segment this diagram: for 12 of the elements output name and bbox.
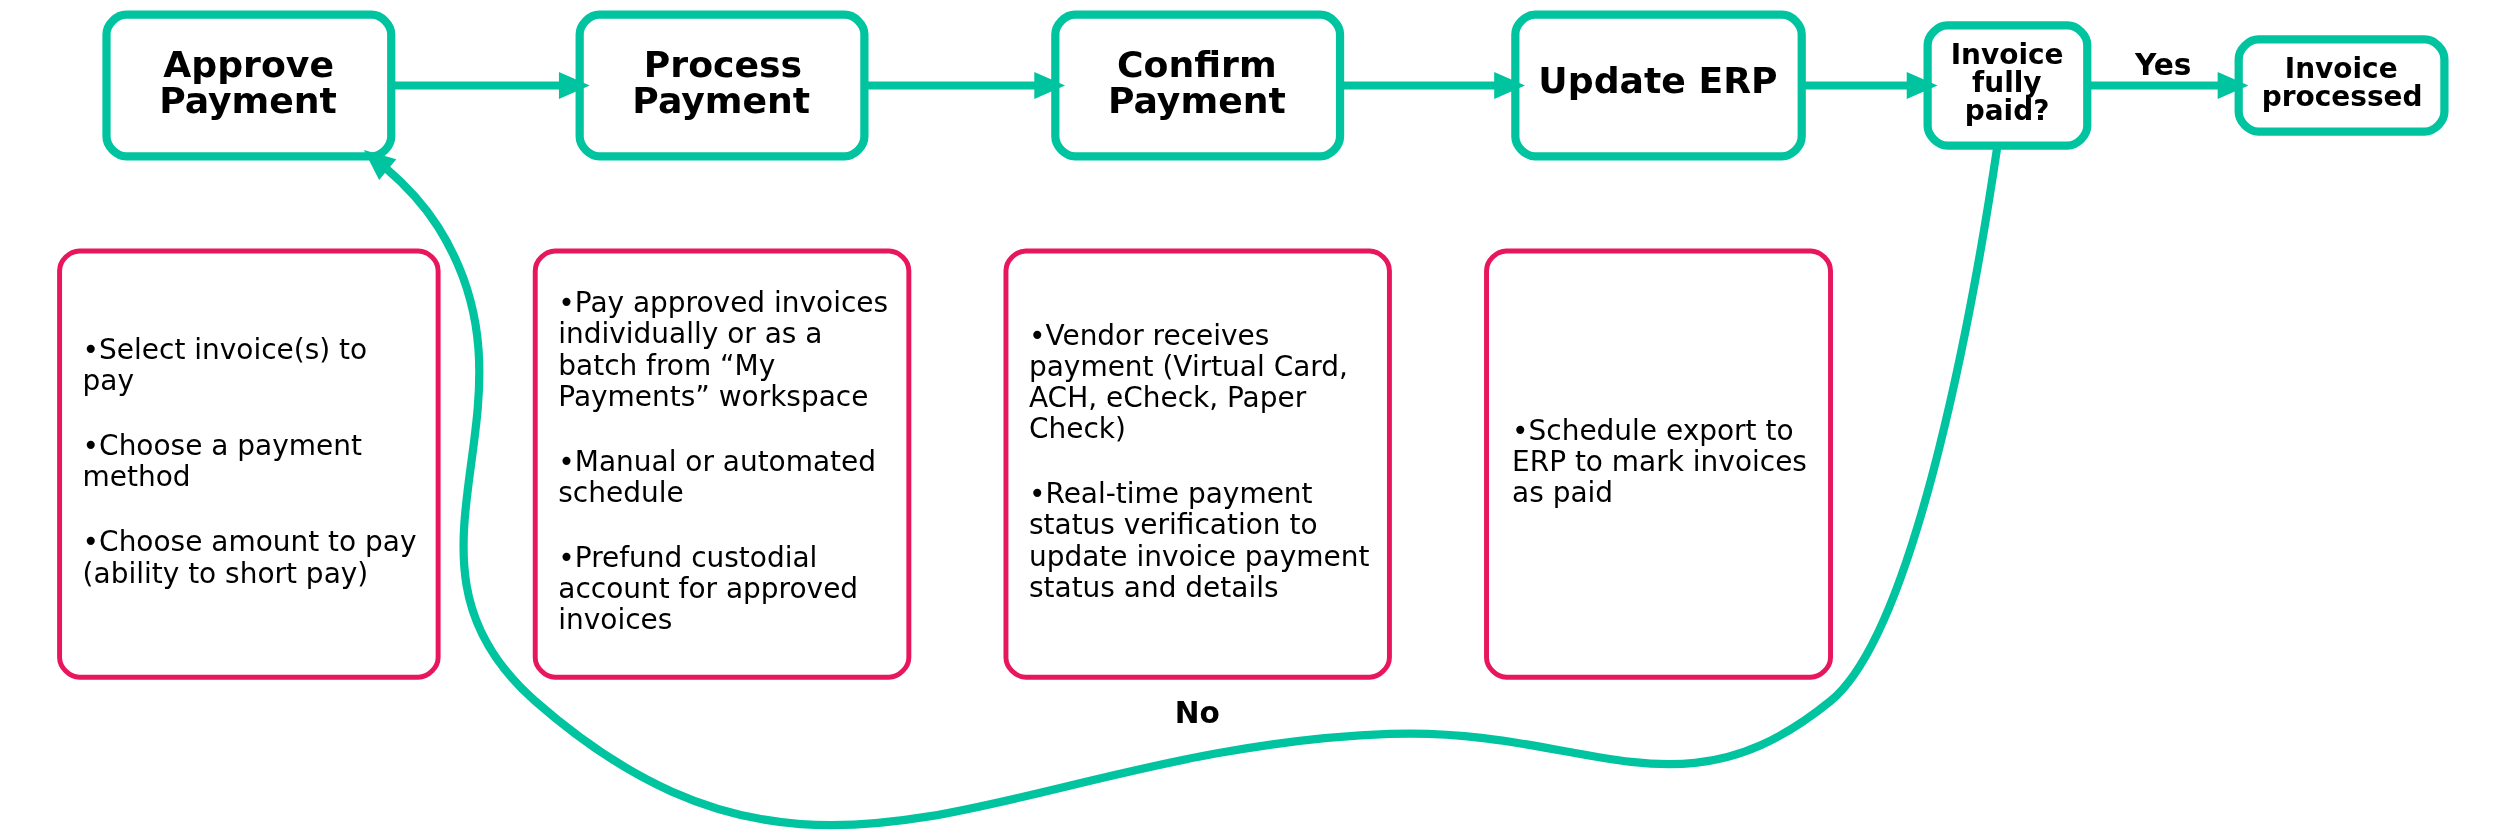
edge-label: Yes — [2134, 47, 2191, 82]
node-box: Invoice fully paid? — [1923, 21, 2091, 150]
node-box: Update ERP — [1510, 10, 1806, 161]
node-box: Process Payment — [575, 10, 868, 161]
node-box: Approve Payment — [101, 10, 395, 161]
node-box: •Schedule export to ERP to mark invoices as paid — [1483, 248, 1833, 680]
node-box: Confirm Payment — [1050, 10, 1344, 161]
node-box: Invoice processed — [2234, 35, 2449, 136]
node-box: •Select invoice(s) to pay •Choose a payment method •Choose amount to pay (ability to short pay) — [56, 248, 441, 680]
node-box: •Pay approved invoices individually or as a batch from “My Payments” workspace •Manual or automated schedule •Prefund custodial account for approved invoices — [532, 248, 911, 680]
edge-label: No — [1174, 696, 1220, 731]
node-box: •Vendor receives payment (Virtual Card, ACH, eCheck, Paper Check) •Real-time payment status verification to update invoice payment status and details — [1003, 248, 1392, 680]
